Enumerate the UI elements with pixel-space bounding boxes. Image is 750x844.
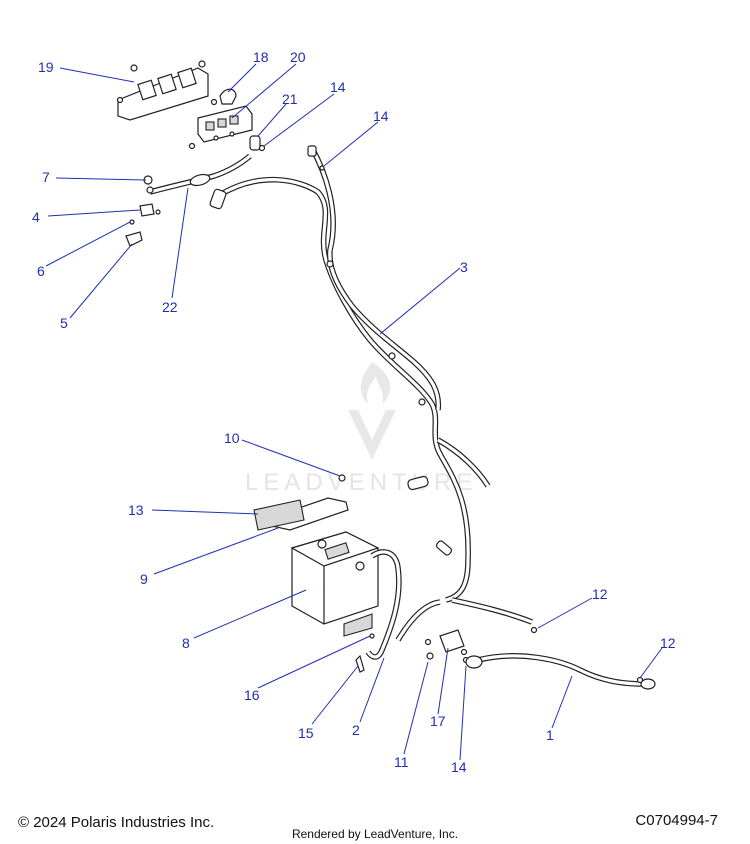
main-cable-part-3 (209, 145, 534, 625)
diagram-id: C0704994-7 (635, 812, 718, 829)
watermark-logo: LEADVENTURE (245, 362, 477, 496)
callout-21: 21 (282, 91, 298, 107)
watermark-text: LEADVENTURE (245, 469, 477, 496)
callout-15: 15 (298, 725, 314, 741)
callout-6: 6 (37, 263, 45, 279)
strap-and-pad-parts-9-13 (253, 474, 349, 531)
harness-part-22 (146, 153, 252, 195)
callout-3: 3 (460, 259, 468, 275)
callout-9: 9 (140, 571, 148, 587)
callout-11: 11 (394, 754, 409, 770)
callout-1: 1 (546, 727, 554, 743)
callout-4: 4 (32, 209, 40, 225)
fuse-block-parts-18-20-21 (188, 88, 261, 151)
callout-10: 10 (224, 430, 240, 446)
callout-13: 13 (128, 502, 144, 518)
callout-2: 2 (352, 722, 360, 738)
battery-cable-part-2 (365, 549, 441, 660)
hardware-parts-4-5-6-7 (125, 175, 161, 247)
battery-part-8 (290, 531, 380, 637)
copyright-text: © 2024 Polaris Industries Inc. (18, 814, 215, 831)
hardware-parts-15-16 (355, 633, 375, 673)
callout-5: 5 (60, 315, 68, 331)
callout-18: 18 (253, 49, 269, 65)
callout-14-top: 14 (330, 79, 346, 95)
callout-labels: 19 18 20 21 14 14 7 4 6 5 22 3 10 13 9 8… (32, 49, 676, 775)
rendered-by-text: Rendered by LeadVenture, Inc. (291, 827, 459, 841)
bracket-part-19 (116, 60, 209, 121)
callout-7: 7 (42, 169, 50, 185)
callout-16: 16 (244, 687, 260, 703)
fasteners-10-12-14 (258, 144, 644, 684)
leader-lines (45, 63, 663, 761)
callout-12-upper: 12 (592, 586, 608, 602)
ground-cable-part-1 (465, 653, 656, 690)
callout-22: 22 (162, 299, 178, 315)
callout-12-lower: 12 (660, 635, 676, 651)
callout-19: 19 (38, 59, 54, 75)
callout-17: 17 (430, 713, 446, 729)
callout-14-right: 14 (373, 108, 389, 124)
callout-8: 8 (182, 635, 190, 651)
callout-14-bottom: 14 (451, 759, 467, 775)
solenoid-part-17 (424, 629, 470, 664)
callout-20: 20 (290, 49, 306, 65)
